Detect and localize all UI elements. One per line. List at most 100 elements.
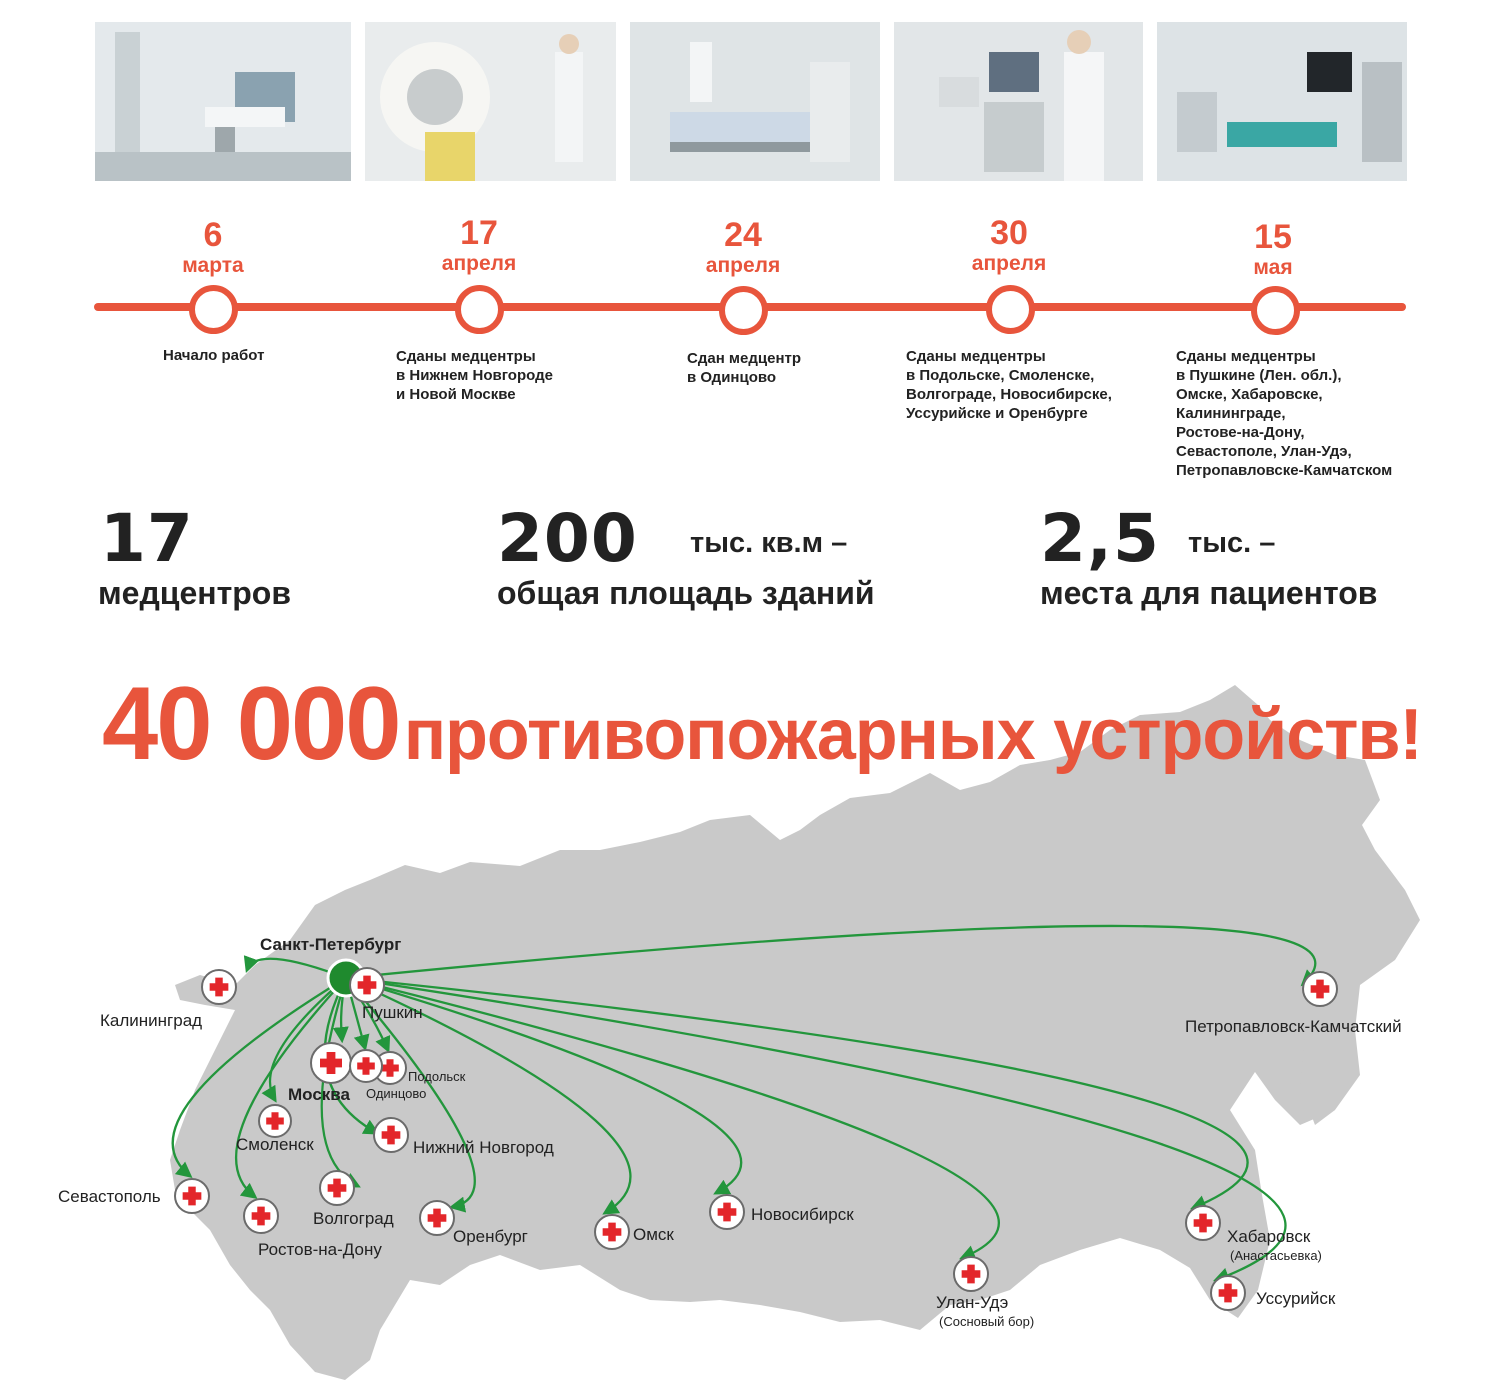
red-cross-icon — [266, 1112, 284, 1130]
city-label: Ростов-на-Дону — [258, 1240, 382, 1259]
route-arrow — [345, 976, 1249, 1211]
city-marker: Новосибирск — [709, 1194, 854, 1230]
red-cross-icon — [1310, 979, 1330, 999]
red-cross-icon — [427, 1208, 447, 1228]
stat-unit-area: тыс. кв.м – — [690, 527, 848, 559]
milestone-description: Сданы медцентры в Нижнем Новгороде и Нов… — [396, 348, 553, 403]
city-marker: Смоленск — [236, 1104, 314, 1154]
milestone-day: 30 — [990, 214, 1028, 252]
milestone-month: апреля — [971, 252, 1047, 275]
milestone-day: 17 — [460, 214, 498, 252]
route-arrow — [345, 976, 743, 1195]
city-marker: Уссурийск — [1210, 1275, 1336, 1311]
city-marker: Омск — [594, 1214, 674, 1250]
city-label: Новосибирск — [751, 1205, 854, 1224]
city-label: Улан-Удэ — [936, 1293, 1008, 1312]
red-cross-icon — [320, 1052, 342, 1074]
city-marker: Ростов-на-Дону — [243, 1198, 382, 1259]
city-marker: Пушкин — [349, 967, 423, 1022]
city-sublabel: (Анастасьевка) — [1230, 1248, 1322, 1263]
milestone-marker — [189, 285, 238, 334]
city-label: Петропавловск-Камчатский — [1185, 1017, 1402, 1036]
red-cross-icon — [381, 1059, 399, 1077]
milestone-marker — [1251, 286, 1300, 335]
city-label: Смоленск — [236, 1135, 314, 1154]
red-cross-icon — [602, 1222, 622, 1242]
city-label: Калининград — [100, 1011, 202, 1030]
city-marker: Волгоград — [313, 1170, 394, 1228]
city-label: Севастополь — [58, 1187, 161, 1206]
stat-number-area: 200 — [497, 500, 638, 577]
photo-ct-scanner — [365, 22, 616, 181]
city-marker: Петропавловск-Камчатский — [1185, 971, 1402, 1036]
red-cross-icon — [357, 975, 377, 995]
stat-label-area: общая площадь зданий — [497, 575, 875, 611]
red-cross-icon — [381, 1125, 401, 1145]
headline: 40 000 противопожарных устройств! — [102, 672, 1423, 782]
city-label: Волгоград — [313, 1209, 394, 1228]
city-label: Омск — [633, 1225, 674, 1244]
city-marker: Одинцово — [349, 1049, 426, 1101]
sakhalin-shape — [1300, 1030, 1335, 1125]
route-arrow — [171, 977, 347, 1179]
red-cross-icon — [1218, 1283, 1238, 1303]
milestone-month: апреля — [705, 254, 781, 277]
red-cross-icon — [961, 1264, 981, 1284]
milestone-description: Сданы медцентры в Подольске, Смоленске, … — [906, 348, 1112, 422]
route-arrow — [345, 924, 1318, 987]
milestone-month: апреля — [441, 252, 517, 275]
city-label: Хабаровск — [1227, 1227, 1311, 1246]
city-marker: Хабаровск (Анастасьевка) — [1185, 1205, 1322, 1263]
city-marker: Севастополь — [58, 1178, 210, 1214]
red-cross-icon — [209, 977, 229, 997]
city-label: Одинцово — [366, 1086, 426, 1101]
city-marker: Калининград — [100, 969, 237, 1030]
milestone-description: Сдан медцентр в Одинцово — [687, 350, 802, 386]
red-cross-icon — [357, 1057, 375, 1075]
city-marker: Оренбург — [419, 1200, 528, 1246]
city-label: Подольск — [408, 1069, 466, 1084]
stat-label-beds: места для пациентов — [1040, 575, 1378, 611]
milestone-day: 6 — [203, 216, 223, 254]
headline-text: противопожарных устройств! — [403, 695, 1423, 775]
headline-number: 40 000 — [102, 666, 401, 782]
city-marker: Подольск — [373, 1051, 466, 1085]
red-cross-icon — [717, 1202, 737, 1222]
stat-unit-beds: тыс. – — [1188, 527, 1276, 559]
milestone-marker — [455, 285, 504, 334]
route-arrow — [345, 976, 1000, 1261]
stat-number-beds: 2,5 — [1040, 500, 1160, 577]
city-label: Москва — [288, 1085, 351, 1104]
photo-xray-room — [95, 22, 351, 181]
city-marker: Москва — [288, 1042, 352, 1104]
milestone-description: Сданы медцентры в Пушкине (Лен. обл.), О… — [1176, 348, 1393, 479]
photo-operating-room — [1157, 22, 1407, 181]
city-label: Нижний Новгород — [413, 1138, 554, 1157]
red-cross-icon — [1193, 1213, 1213, 1233]
route-arrow — [345, 976, 1287, 1284]
stat-number-centers: 17 — [100, 500, 194, 577]
city-label: Пушкин — [362, 1003, 423, 1022]
city-label: Уссурийск — [1256, 1289, 1336, 1308]
city-label: Оренбург — [453, 1227, 528, 1246]
milestone-month: марта — [182, 254, 244, 277]
city-marker: Нижний Новгород — [373, 1117, 554, 1157]
hub-label: Санкт-Петербург — [260, 935, 401, 954]
photo-ward-beds — [630, 22, 880, 181]
route-arrow — [345, 977, 476, 1213]
milestone-month: мая — [1253, 256, 1293, 279]
city-marker: Улан-Удэ (Сосновый бор) — [936, 1256, 1034, 1329]
route-arrow — [261, 977, 347, 1103]
milestone-description: Начало работ — [163, 347, 265, 364]
milestone-day: 15 — [1254, 218, 1292, 256]
milestone-marker — [719, 286, 768, 335]
city-sublabel: (Сосновый бор) — [939, 1314, 1034, 1329]
stat-label-centers: медцентров — [98, 575, 292, 611]
photo-icu-monitor — [894, 22, 1143, 181]
red-cross-icon — [251, 1206, 271, 1226]
milestone-day: 24 — [724, 216, 762, 254]
red-cross-icon — [182, 1186, 202, 1206]
route-arrow — [234, 977, 347, 1199]
